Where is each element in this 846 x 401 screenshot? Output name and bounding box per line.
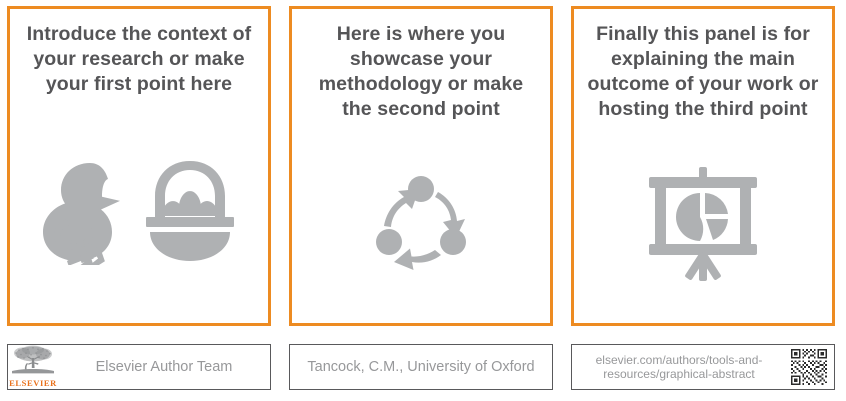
- chick-icon: [40, 157, 126, 272]
- panel-3-title: Finally this panel is for explaining the…: [587, 23, 819, 120]
- footer-box-1[interactable]: ELSEVIER Elsevier Author Team: [7, 344, 271, 390]
- presentation-chart-icon: [643, 167, 763, 288]
- elsevier-wordmark: ELSEVIER: [9, 378, 57, 388]
- panel-slot-2: Here is where you showcase your methodol…: [282, 0, 564, 332]
- panel-2[interactable]: Here is where you showcase your methodol…: [289, 6, 553, 326]
- panel-2-title: Here is where you showcase your methodol…: [318, 23, 524, 120]
- panel-1-artwork: [10, 97, 268, 323]
- panel-1[interactable]: Introduce the context of your research o…: [7, 6, 271, 326]
- footer-1-text: Elsevier Author Team: [95, 358, 233, 375]
- footer-2-text: Tancock, C.M., University of Oxford: [307, 358, 535, 375]
- panel-1-title: Introduce the context of your research o…: [26, 23, 252, 95]
- egg-basket-icon: [142, 157, 238, 270]
- panel-slot-3: Finally this panel is for explaining the…: [564, 0, 846, 332]
- footer-box-3[interactable]: elsevier.com/authors/tools-and-resources…: [571, 344, 835, 390]
- panel-slot-1: Introduce the context of your research o…: [0, 0, 282, 332]
- panel-3[interactable]: Finally this panel is for explaining the…: [571, 6, 835, 326]
- panel-row: Introduce the context of your research o…: [0, 0, 846, 332]
- footer-slot-1: ELSEVIER Elsevier Author Team: [0, 332, 282, 401]
- cyclical-process-icon: [367, 169, 475, 278]
- panel-2-artwork: [292, 122, 550, 323]
- qr-code-icon[interactable]: [786, 347, 832, 387]
- footer-3-url-text: elsevier.com/authors/tools-and-resources…: [595, 352, 763, 382]
- footer-row: ELSEVIER Elsevier Author Team Tancock, C…: [0, 332, 846, 401]
- elsevier-logo-icon: ELSEVIER: [8, 345, 58, 389]
- footer-slot-3: elsevier.com/authors/tools-and-resources…: [564, 332, 846, 401]
- footer-slot-2: Tancock, C.M., University of Oxford: [282, 332, 564, 401]
- footer-box-2[interactable]: Tancock, C.M., University of Oxford: [289, 344, 553, 390]
- panel-3-artwork: [574, 122, 832, 323]
